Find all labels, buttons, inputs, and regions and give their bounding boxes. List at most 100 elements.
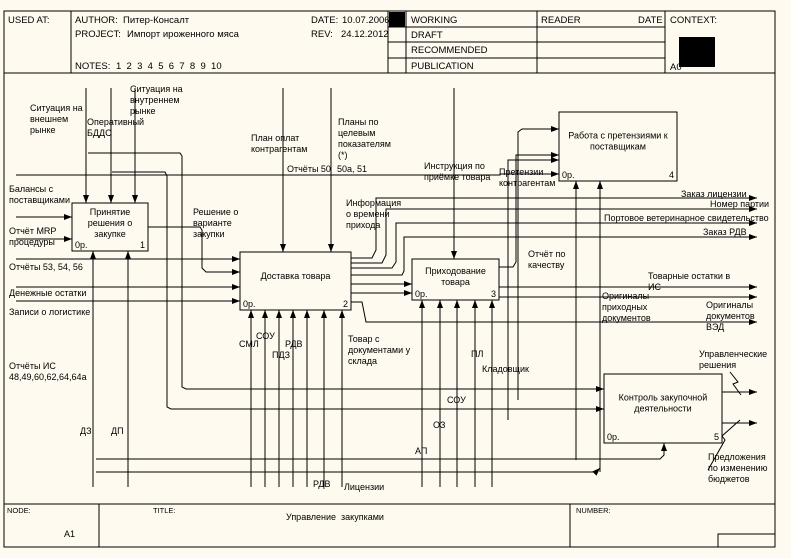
arrow-label-pdz: ПДЗ — [272, 350, 290, 360]
used-at-label: USED AT: — [8, 15, 50, 26]
arrow-label-rep50: Отчёты 50 — [287, 164, 331, 174]
arrow-label-logist: Записи о логистике — [9, 307, 90, 317]
arrow-label-sou1: СОУ — [256, 331, 275, 341]
arrow-label-ap: АП — [415, 446, 427, 456]
arrow-line[interactable] — [351, 301, 757, 325]
arrow-line[interactable] — [351, 195, 757, 259]
activity-box-name: Контроль закупочной — [619, 393, 708, 403]
activity-number: 3 — [491, 289, 496, 299]
context-node-box — [679, 37, 715, 67]
activity-cost: 0р. — [243, 299, 256, 309]
squiggle-connector — [729, 371, 742, 396]
activity-box-name: Принятие — [90, 207, 131, 217]
rev-value: 24.12.2012 — [341, 29, 389, 40]
reader-label: READER — [541, 15, 581, 26]
activity-box-border — [71, 202, 149, 252]
arrows-layer — [16, 88, 757, 487]
arrow-label-pl: ПЛ — [471, 349, 483, 359]
context-node: A0 — [670, 62, 682, 73]
arrow-label-rdv2: РДВ — [313, 479, 331, 489]
activity-cost: 0р. — [607, 432, 620, 442]
arrow-label-rep50a: 50а, 51 — [337, 164, 367, 174]
activity-box-border — [411, 258, 500, 301]
status-working: WORKING — [411, 15, 457, 26]
notes-value: 1 2 3 4 5 6 7 8 9 10 — [116, 61, 222, 72]
arrow-line[interactable] — [88, 152, 604, 392]
arrow-line[interactable] — [517, 126, 559, 400]
arrow-line[interactable] — [351, 234, 757, 276]
arrow-line[interactable] — [351, 206, 757, 264]
node-label: NODE: — [7, 506, 31, 515]
footer-block — [4, 503, 776, 548]
arrow-label-zak-rdv: Заказ РДВ — [703, 227, 747, 237]
date-value: 10.07.2006 — [342, 15, 390, 26]
arrow-label-rep53: Отчёты 53, 54, 56 — [9, 262, 83, 272]
arrow-label-lic: Лицензии — [344, 482, 384, 492]
arrow-line[interactable] — [507, 157, 559, 420]
arrow-line[interactable] — [96, 467, 601, 476]
status-publication: PUBLICATION — [411, 61, 474, 72]
activity-box-name: закупке — [94, 229, 126, 239]
arrow-label-dz: ДЗ — [80, 426, 92, 436]
arrow-line[interactable] — [499, 152, 559, 268]
activity-box-border — [239, 251, 352, 311]
status-draft: DRAFT — [411, 30, 443, 41]
activity-number: 1 — [140, 240, 145, 250]
title-label: TITLE: — [153, 506, 176, 515]
reader-date-label: DATE — [638, 15, 663, 26]
activity-box-name: поставщикам — [590, 142, 646, 152]
arrow-label-klad: Кладовщик — [482, 364, 529, 374]
activity-number: 5 — [714, 432, 719, 442]
arrow-label-sml: СМЛ — [239, 339, 259, 349]
activity-cost: 0р. — [415, 289, 428, 299]
activity-box-border — [558, 111, 678, 182]
arrow-label-oz: ОЗ — [433, 420, 445, 430]
author-value: Питер-Консалт — [123, 15, 190, 26]
context-label: CONTEXT: — [670, 15, 717, 26]
activity-number: 4 — [669, 170, 674, 180]
arrow-label-nom-part: Номер партии — [710, 199, 769, 209]
arrow-line[interactable] — [112, 171, 604, 412]
activity-cost: 0р. — [75, 240, 88, 250]
diagram-title: Управление закупками — [286, 512, 384, 522]
status-recommended: RECOMMENDED — [411, 45, 488, 56]
arrow-line[interactable] — [96, 443, 667, 460]
arrow-label-dp: ДП — [111, 426, 124, 436]
header-block — [4, 11, 775, 74]
activity-box-name: товара — [441, 277, 470, 287]
activity-box-name: решения о — [88, 218, 133, 228]
activity-number: 2 — [343, 299, 348, 309]
arrow-line[interactable] — [148, 226, 240, 275]
project-label: PROJECT: — [75, 29, 121, 40]
arrow-label-zak-lic: Заказ лицензии — [681, 189, 747, 199]
arrow-line[interactable] — [16, 171, 559, 177]
date-label: DATE: — [311, 15, 338, 26]
activity-box-name: Приходование — [425, 266, 486, 276]
node-value: A1 — [64, 529, 75, 539]
